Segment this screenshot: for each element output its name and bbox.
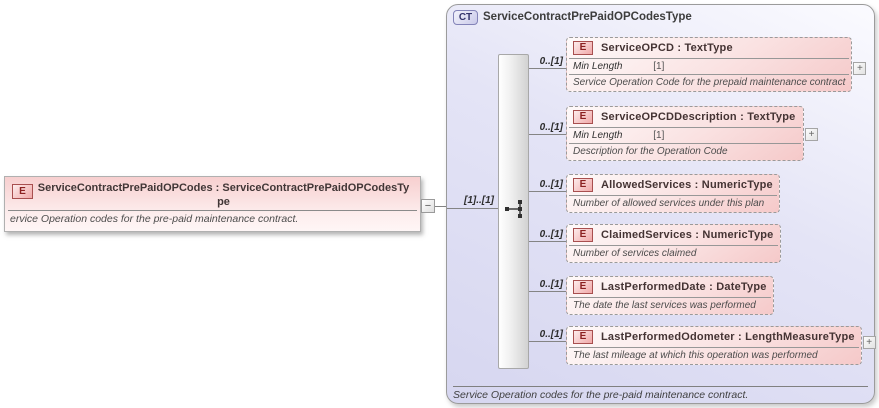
element-title: AllowedServices : NumericType <box>601 179 773 191</box>
facet-name: Min Length <box>573 130 623 141</box>
root-element-divider <box>8 210 417 211</box>
complex-type-title: ServiceContractPrePaidOPCodesType <box>483 11 692 23</box>
facet-min-length: Min Length [1] <box>569 127 801 143</box>
facet-value: [1] <box>653 61 665 72</box>
connector-line <box>529 134 566 135</box>
element-badge-icon: E <box>12 184 33 199</box>
root-element-box[interactable]: E ServiceContractPrePaidOPCodes : Servic… <box>4 176 421 232</box>
cardinality-label: 0..[1] <box>539 279 563 290</box>
element-allowedservices[interactable]: E AllowedServices : NumericType Number o… <box>566 174 780 213</box>
collapse-button[interactable]: − <box>421 199 435 213</box>
cardinality-label: 0..[1] <box>539 229 563 240</box>
sequence-compositor-bar <box>498 54 529 369</box>
cardinality-label: [1]..[1] <box>464 195 494 206</box>
element-title: ServiceOPCD : TextType <box>601 42 733 54</box>
connector-line <box>529 191 566 192</box>
complex-type-annotation: Service Operation codes for the pre-paid… <box>453 386 868 401</box>
cardinality-label: 0..[1] <box>539 329 563 340</box>
element-title: LastPerformedDate : DateType <box>601 281 767 293</box>
element-annotation: Service Operation Code for the prepaid m… <box>569 74 850 91</box>
expand-button[interactable]: + <box>853 62 867 75</box>
element-title: ClaimedServices : NumericType <box>601 229 774 241</box>
root-element-annotation: ervice Operation codes for the pre-paid … <box>10 213 299 225</box>
expand-button[interactable]: + <box>862 336 876 349</box>
complex-type-badge-icon: CT <box>453 10 478 25</box>
element-title: ServiceOPCDDescription : TextType <box>601 111 796 123</box>
element-annotation: The last mileage at which this operation… <box>569 347 859 364</box>
element-serviceopcddescription[interactable]: E ServiceOPCDDescription : TextType Min … <box>566 106 818 161</box>
element-badge-icon: E <box>573 330 593 344</box>
cardinality-label: 0..[1] <box>539 179 563 190</box>
facet-name: Min Length <box>573 61 623 72</box>
element-badge-icon: E <box>573 280 593 294</box>
connector-line <box>529 341 566 342</box>
element-annotation: Number of allowed services under this pl… <box>569 195 777 212</box>
connector-line <box>529 291 566 292</box>
element-badge-icon: E <box>573 228 593 242</box>
root-element-title: ServiceContractPrePaidOPCodes : ServiceC… <box>37 182 410 208</box>
connector-line <box>435 206 446 207</box>
element-claimedservices[interactable]: E ClaimedServices : NumericType Number o… <box>566 224 781 263</box>
connector-line <box>529 241 566 242</box>
cardinality-label: 0..[1] <box>539 56 563 67</box>
element-annotation: Description for the Operation Code <box>569 143 801 160</box>
element-annotation: Number of services claimed <box>569 245 778 262</box>
sequence-icon[interactable] <box>502 198 528 220</box>
connector-line <box>529 68 566 69</box>
element-title: LastPerformedOdometer : LengthMeasureTyp… <box>601 331 855 343</box>
cardinality-label: 0..[1] <box>539 122 563 133</box>
element-badge-icon: E <box>573 41 593 55</box>
element-lastperformeddate[interactable]: E LastPerformedDate : DateType The date … <box>566 276 774 315</box>
element-badge-icon: E <box>573 110 593 124</box>
facet-value: [1] <box>653 130 665 141</box>
expand-button[interactable]: + <box>805 128 818 141</box>
complex-type-box[interactable]: CT ServiceContractPrePaidOPCodesType [1]… <box>446 4 876 404</box>
element-annotation: The date the last services was performed <box>569 297 771 314</box>
facet-min-length: Min Length [1] <box>569 58 850 74</box>
element-badge-icon: E <box>573 178 593 192</box>
connector-line <box>447 208 498 209</box>
element-serviceopcd[interactable]: E ServiceOPCD : TextType Min Length [1] … <box>566 37 867 92</box>
element-lastperformedodometer[interactable]: E LastPerformedOdometer : LengthMeasureT… <box>566 326 876 365</box>
